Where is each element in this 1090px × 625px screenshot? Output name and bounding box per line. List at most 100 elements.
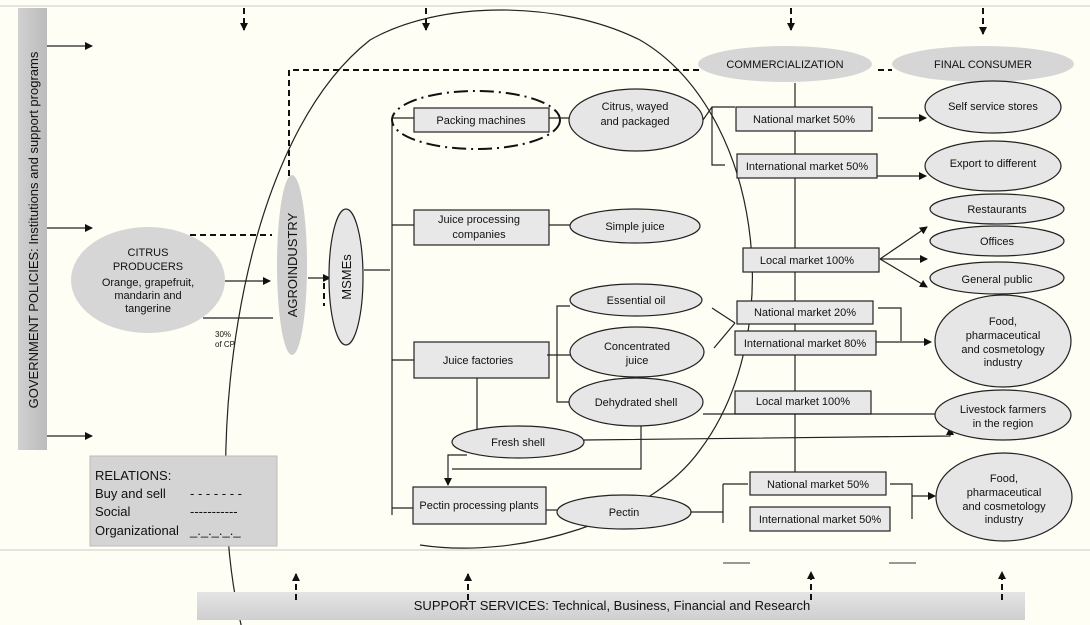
legend-buy-sell-pattern: - - - - - - -: [190, 486, 242, 501]
juice-factories-box: [413, 341, 550, 379]
local-to-restaurants: [879, 226, 928, 260]
support-services-bar: SUPPORT SERVICES: Technical, Business, F…: [197, 592, 1025, 620]
final-consumer-label: FINAL CONSUMER: [934, 59, 1032, 71]
general-public-label: General public: [962, 274, 1033, 286]
simple-juice-label: Simple juice: [605, 221, 664, 233]
industry-b-label-1: Food,: [990, 473, 1018, 485]
international-market-80-label: International market 80%: [744, 338, 867, 350]
legend-organizational-pattern: _._._._._: [189, 523, 241, 538]
legend-social-pattern: -----------: [190, 504, 238, 519]
local-market-100-a-label: Local market 100%: [760, 255, 854, 267]
juice-to-markets: [713, 322, 736, 349]
dehydrated-shell-label: Dehydrated shell: [595, 397, 678, 409]
fresh-shell-node: [451, 425, 585, 459]
legend-social-label: Social: [95, 504, 131, 519]
national-market-50-b: [749, 471, 887, 496]
pectin-plants-box: [412, 486, 547, 525]
final-consumer-header: [892, 46, 1074, 82]
livestock-label-1: Livestock farmers: [960, 404, 1047, 416]
fresh-to-livestock-arrow: [583, 427, 954, 441]
support-services-label: SUPPORT SERVICES: Technical, Business, F…: [414, 598, 810, 613]
industry-a-node: [934, 294, 1072, 388]
citrus-producers-detail-2: mandarin and: [114, 290, 181, 302]
legend-organizational-label: Organizational: [95, 523, 179, 538]
juice-processing-label-1: Juice processing: [438, 214, 520, 226]
international-market-80: [734, 330, 877, 356]
offices-label: Offices: [980, 236, 1015, 248]
citrus-producers-node: CITRUS PRODUCERS Orange, grapefruit, man…: [71, 227, 225, 333]
legend-title: RELATIONS:: [95, 468, 171, 483]
svg-text:PRODUCERS: PRODUCERS: [113, 261, 183, 273]
international-market-50-a: [736, 153, 878, 179]
national-market-50-b-label: National market 50%: [767, 479, 869, 491]
oil-to-markets: [711, 307, 736, 324]
agroindustry-node: AGROINDUSTRY: [277, 175, 307, 355]
international-market-50-b-label: International market 50%: [759, 514, 882, 526]
citrus-producers-detail-3: tangerine: [125, 303, 171, 315]
export-label: Export to different: [950, 158, 1037, 170]
industry-a-label-1: Food,: [989, 316, 1017, 328]
agroindustry-label: AGROINDUSTRY: [285, 212, 300, 317]
national-20-bracket: [878, 307, 902, 341]
commercialization-label: COMMERCIALIZATION: [726, 59, 843, 71]
industry-b-label-3: and cosmetology: [962, 501, 1046, 513]
fresh-shell-label: Fresh shell: [491, 437, 545, 449]
share-label-1: 30%: [215, 330, 231, 339]
msmes-node: MSMEs: [328, 208, 364, 346]
citrus-waxed-label-1: Citrus, wayed: [602, 101, 669, 113]
national-market-50-a-label: National market 50%: [753, 114, 855, 126]
international-market-50-a-label: International market 50%: [746, 161, 869, 173]
livestock-label-2: in the region: [973, 418, 1034, 430]
svg-text:mandarin and: mandarin and: [114, 290, 181, 302]
industry-b-node: [935, 452, 1073, 542]
local-market-100-b-label: Local market 100%: [756, 396, 850, 408]
packing-machines-label: Packing machines: [436, 115, 526, 127]
agro-commercialization-dashed-link: [288, 69, 700, 176]
pectin-plants-label: Pectin processing plants: [419, 500, 539, 512]
link-oil-shell: [556, 305, 570, 403]
juice-factories-label: Juice factories: [443, 355, 514, 367]
industry-b-label-2: pharmaceutical: [967, 487, 1042, 499]
concentrated-juice-label-2: juice: [625, 355, 649, 367]
general-public-node: [929, 261, 1065, 295]
self-service-stores-label: Self service stores: [948, 101, 1038, 113]
government-policies-label: GOVERNMENT POLICIES: Institutions and su…: [26, 51, 41, 408]
essential-oil-label: Essential oil: [607, 295, 666, 307]
legend-buy-sell-label: Buy and sell: [95, 486, 166, 501]
government-policies-bar: GOVERNMENT POLICIES: Institutions and su…: [18, 8, 47, 450]
international-market-50-b: [749, 506, 891, 532]
juice-processing-box: [413, 209, 550, 246]
national-market-50-a: [735, 106, 873, 132]
concentrated-juice-label-1: Concentrated: [604, 341, 670, 353]
offices-node: [929, 225, 1065, 257]
packing-machines-box: [413, 107, 550, 133]
svg-text:CITRUS: CITRUS: [128, 247, 169, 259]
citrus-producers-title-2: PRODUCERS: [113, 261, 183, 273]
citrus-waxed-label-2: and packaged: [600, 116, 669, 128]
self-service-stores-node: [924, 80, 1062, 134]
citrus-producers-detail-1: Orange, grapefruit,: [102, 277, 194, 289]
citrus-producers-title-1: CITRUS: [128, 247, 169, 259]
juice-processing-label-2: companies: [452, 229, 506, 241]
commercialization-header: [698, 46, 872, 82]
restaurants-node: [929, 193, 1065, 225]
shell-to-pectin-line: [452, 426, 642, 470]
livestock-farmers-node: [934, 389, 1072, 441]
packing-organizational-ring: [391, 90, 561, 150]
msmes-label: MSMEs: [339, 254, 354, 300]
industry-a-label-2: pharmaceutical: [966, 330, 1041, 342]
industry-a-label-4: industry: [984, 357, 1023, 369]
national-market-20-label: National market 20%: [754, 307, 856, 319]
industry-b-label-4: industry: [985, 514, 1024, 526]
essential-oil-node: [569, 283, 703, 317]
industry-a-label-3: and cosmetology: [961, 344, 1045, 356]
restaurants-label: Restaurants: [967, 204, 1027, 216]
national-50-b-bracket: [890, 483, 913, 519]
pectin-label: Pectin: [609, 507, 640, 519]
simple-juice-node: [569, 208, 701, 244]
relations-legend: RELATIONS: Buy and sell - - - - - - - So…: [89, 455, 278, 547]
national-market-20: [736, 300, 874, 325]
dehydrated-shell-node: [568, 377, 704, 427]
link-waxed-international: [711, 107, 725, 166]
share-label-2: of CP: [215, 340, 235, 349]
